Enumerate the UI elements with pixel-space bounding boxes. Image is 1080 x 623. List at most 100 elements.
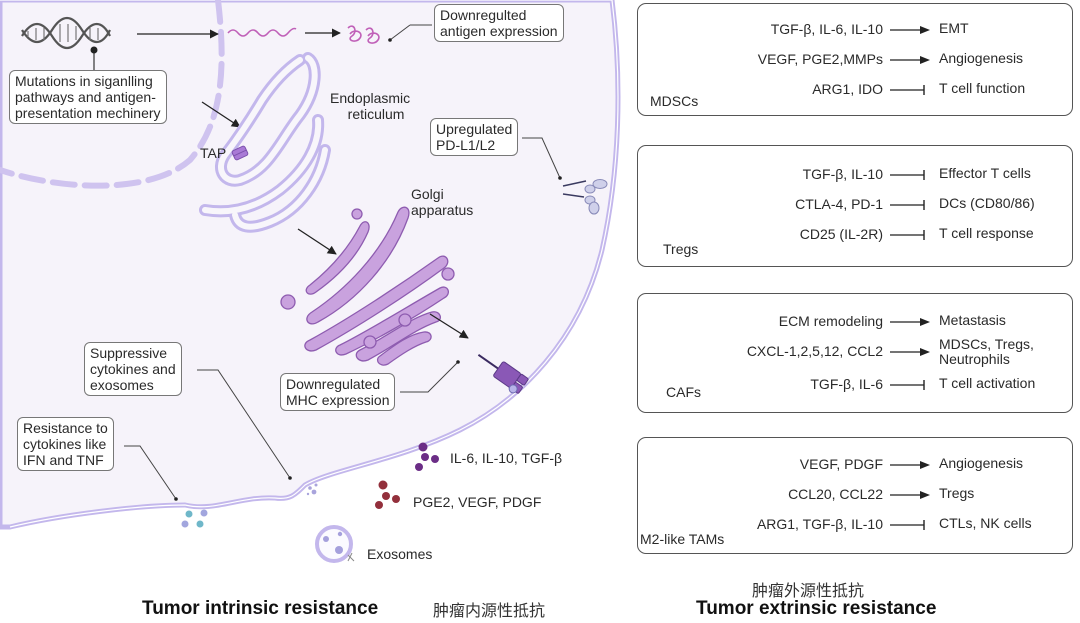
mediator-label: CD25 (IL-2R) (799, 226, 883, 242)
tap-label: TAP (200, 145, 227, 161)
mrna-icon (227, 27, 297, 37)
extrinsic-title-zh: 肿瘤外源性抵抗 (752, 581, 865, 600)
cytokines-purple-label: IL-6, IL-10, TGF-β (450, 450, 563, 466)
tumor-cell-membrane-inner (0, 0, 619, 528)
mhc-receptor-icon (477, 353, 529, 394)
callout-line: MHC expression (286, 392, 390, 408)
callout-line: IFN and TNF (23, 452, 104, 468)
mediator-label: ECM remodeling (778, 313, 883, 329)
callout-resistance: Resistance to cytokines like IFN and TNF (17, 417, 114, 471)
target-label: EMT (939, 21, 969, 36)
target-line: Angiogenesis (939, 50, 1024, 66)
antigen-leader-dot (388, 38, 392, 42)
callout-line: Mutations in siganlling (15, 73, 153, 89)
cytokines-red-label: PGE2, VEGF, PDGF (413, 494, 542, 510)
mediator-label: CXCL-1,2,5,12, CCL2 (746, 343, 883, 359)
ifn-tnf-molecules-icon (181, 509, 208, 528)
target-label: Tregs (939, 486, 974, 501)
target-label: MDSCs, Tregs,Neutrophils (939, 337, 1034, 367)
callout-line: exosomes (90, 377, 154, 393)
target-line: MDSCs, Tregs, (939, 336, 1034, 352)
target-label: Metastasis (939, 313, 1006, 328)
dna-pin-dot (90, 46, 98, 54)
target-line: Angiogenesis (939, 455, 1024, 471)
target-line: DCs (CD80/86) (939, 195, 1035, 211)
panel-m2-like-tams (637, 437, 1073, 554)
mediator-label: TGF-β, IL-6, IL-10 (770, 21, 883, 37)
target-label: T cell response (939, 226, 1034, 241)
callout-line: Suppressive (90, 345, 168, 361)
protein-icon (347, 25, 380, 44)
mhc-leader-dot (456, 360, 460, 364)
callout-line: Upregulated (436, 121, 513, 137)
resistance-leader-dot (174, 497, 178, 501)
mediator-label: TGF-β, IL-10 (802, 166, 883, 182)
callout-line: cytokines and (90, 361, 176, 377)
callout-pdl1: Upregulated PD-L1/L2 (430, 118, 519, 156)
target-line: Effector T cells (939, 165, 1031, 181)
golgi-label: Golgi apparatus (411, 186, 473, 218)
mhc-leader (400, 361, 459, 393)
inhibits-bar-icon (890, 380, 925, 390)
pdl1-leader (522, 137, 561, 179)
secreted-vesicles-icon (306, 483, 318, 496)
nucleus-envelope (0, 0, 225, 189)
target-line: CTLs, NK cells (939, 515, 1032, 531)
target-label: T cell activation (939, 376, 1035, 391)
mediator-label: CCL20, CCL22 (788, 486, 883, 502)
callout-line: pathways and antigen- (15, 89, 156, 105)
label-line: Endoplasmic (330, 90, 411, 106)
er-icon (199, 52, 331, 233)
cell-type-label: CAFs (666, 384, 701, 400)
target-line: Neutrophils (939, 351, 1010, 367)
callout-line: Resistance to (23, 420, 108, 436)
target-line: EMT (939, 20, 969, 36)
resistance-leader (124, 445, 177, 500)
inhibits-bar-icon (890, 520, 925, 530)
antigen-leader (389, 24, 411, 41)
target-line: Tregs (939, 485, 975, 501)
golgi-icon (280, 206, 455, 366)
promotes-arrow-icon (890, 348, 930, 356)
er-label: Endoplasmic reticulum (330, 90, 410, 122)
panel-cafs (637, 293, 1073, 413)
cell-type-label: MDSCs (650, 93, 699, 109)
callout-line: cytokines like (23, 436, 107, 452)
callout-line: presentation mechinery (15, 105, 161, 121)
mediator-label: VEGF, PGE2,MMPs (757, 51, 883, 67)
pd-l1-receptor-icon (562, 179, 608, 215)
mediator-label: CTLA-4, PD-1 (795, 196, 883, 212)
inhibits-bar-icon (890, 170, 925, 180)
target-label: Angiogenesis (939, 51, 1023, 66)
target-label: Effector T cells (939, 166, 1031, 181)
promotes-arrow-icon (890, 26, 930, 34)
callout-line: antigen expression (440, 23, 558, 39)
mediator-label: TGF-β, IL-6 (810, 376, 883, 392)
pdl1-leader-dot (558, 176, 562, 180)
label-line: apparatus (411, 202, 474, 218)
arrow-er-to-golgi (297, 228, 337, 255)
target-line: T cell function (939, 80, 1026, 96)
extrinsic-title: Tumor extrinsic resistance (696, 598, 937, 619)
suppressive-leader (197, 369, 291, 479)
promotes-arrow-icon (890, 318, 930, 326)
mediator-label: ARG1, IDO (812, 81, 883, 97)
callout-line: Downregulated (286, 376, 381, 392)
target-line: T cell response (939, 225, 1034, 241)
promotes-arrow-icon (890, 491, 930, 499)
panel-tregs (637, 145, 1073, 267)
tap-channel-icon (231, 145, 249, 161)
exosomes-label: Exosomes (367, 546, 433, 562)
callout-mutations: Mutations in siganlling pathways and ant… (9, 70, 167, 124)
cell-type-label: M2-like TAMs (640, 531, 725, 547)
cytokine-cluster-red-icon (375, 480, 400, 509)
dna-icon (21, 16, 111, 50)
inhibits-bar-icon (890, 85, 925, 95)
label-line: Golgi (411, 186, 444, 202)
callout-line: PD-L1/L2 (436, 137, 496, 153)
mediator-label: ARG1, TGF-β, IL-10 (756, 516, 883, 532)
inhibits-bar-icon (890, 200, 925, 210)
cytokine-cluster-purple-icon (415, 442, 439, 471)
target-line: T cell activation (939, 375, 1036, 391)
callout-suppressive: Suppressive cytokines and exosomes (84, 342, 182, 396)
